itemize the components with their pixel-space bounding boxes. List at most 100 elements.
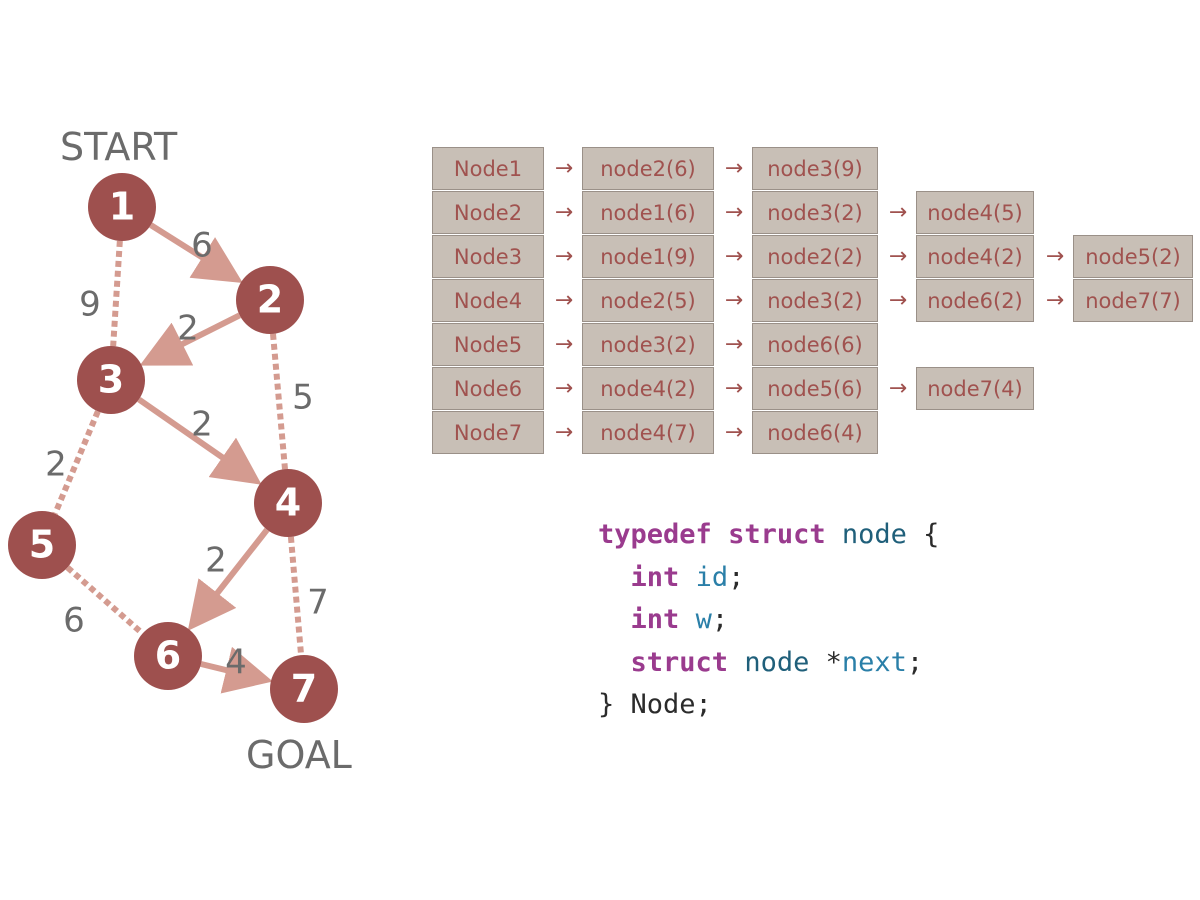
adjacency-head-cell: Node1: [432, 147, 544, 190]
edge-5-6: [65, 565, 145, 636]
code-semicolon: ;: [711, 604, 729, 635]
arrow-right-icon: →: [554, 156, 574, 181]
code-struct-name: node: [744, 646, 810, 678]
graph-node-label: 5: [29, 523, 55, 567]
graph-node-1: 1: [88, 173, 156, 241]
code-line-1: typedef struct node {: [598, 519, 939, 550]
adjacency-item-cell: node3(2): [752, 191, 878, 234]
arrow-right-icon: →: [554, 244, 574, 269]
code-keyword-typedef: typedef: [598, 519, 712, 550]
adjacency-head-cell: Node2: [432, 191, 544, 234]
arrow-right-icon: →: [554, 376, 574, 401]
graph-node-7: 7: [270, 655, 338, 723]
adjacency-item-cell: node3(9): [752, 147, 878, 190]
arrow-right-icon: →: [1045, 244, 1065, 269]
edge-4-7: [287, 536, 305, 656]
edge-1-3: [110, 240, 123, 347]
arrow-right-icon: →: [888, 200, 908, 225]
graph-node-label: 3: [98, 358, 124, 402]
graph-node-5: 5: [8, 511, 76, 579]
code-type-int: int: [630, 561, 680, 593]
adjacency-head-cell: Node4: [432, 279, 544, 322]
arrow-right-icon: →: [724, 244, 744, 269]
graph-node-circle: [236, 266, 304, 334]
arrow-right-icon: →: [554, 332, 574, 357]
adjacency-item-cell: node7(4): [916, 367, 1034, 410]
arrow-right-icon: →: [724, 200, 744, 225]
arrow-right-icon: →: [724, 332, 744, 357]
code-field-next: next: [841, 646, 907, 678]
adjacency-item-cell: node1(9): [582, 235, 714, 278]
arrow-right-icon: →: [724, 420, 744, 445]
arrow-right-icon: →: [724, 288, 744, 313]
arrow-right-icon: →: [888, 288, 908, 313]
edge-weight-1-2: 6: [191, 226, 213, 266]
adjacency-head-cell: Node5: [432, 323, 544, 366]
adjacency-item-cell: node6(2): [916, 279, 1034, 322]
goal-label: GOAL: [246, 733, 352, 777]
adjacency-item-cell: node3(2): [582, 323, 714, 366]
adjacency-item-cell: node4(5): [916, 191, 1034, 234]
adjacency-item-cell: node1(6): [582, 191, 714, 234]
edge-weight-3-5: 2: [45, 445, 67, 485]
code-semicolon: ;: [728, 561, 745, 593]
code-semicolon: ;: [906, 646, 924, 678]
graph-edge-weights: 6 9 2 5 2 2 2 7 6 4: [45, 226, 329, 683]
arrow-right-icon: →: [888, 376, 908, 401]
graph-node-label: 1: [109, 185, 135, 229]
graph-node-circle: [8, 511, 76, 579]
edge-weight-5-6: 6: [63, 601, 85, 641]
edge-weight-6-7: 4: [225, 643, 247, 683]
adjacency-item-cell: node2(5): [582, 279, 714, 322]
adjacency-item-cell: node4(7): [582, 411, 714, 454]
edge-2-3: [139, 312, 241, 366]
edge-weight-1-3: 9: [79, 285, 101, 325]
arrow-right-icon: →: [888, 244, 908, 269]
edge-weight-4-6: 2: [205, 541, 227, 581]
edge-weight-2-4: 5: [292, 378, 314, 418]
code-pointer-star: *: [825, 646, 842, 678]
edge-6-7: [200, 646, 273, 694]
adjacency-item-cell: node4(2): [582, 367, 714, 410]
edge-1-2: [149, 222, 243, 283]
graph-node-circle: [270, 655, 338, 723]
code-line-5: } Node;: [598, 689, 712, 720]
edge-4-6: [187, 527, 270, 631]
arrow-right-icon: →: [724, 156, 744, 181]
edge-3-5: [52, 410, 101, 515]
adjacency-item-cell: node4(2): [916, 235, 1034, 278]
graph-node-label: 4: [275, 481, 301, 525]
arrow-right-icon: →: [554, 200, 574, 225]
adjacency-item-cell: node3(2): [752, 279, 878, 322]
code-keyword-struct: struct: [728, 519, 826, 550]
graph-node-circle: [88, 173, 156, 241]
adjacency-head-cell: Node3: [432, 235, 544, 278]
graph-node-6: 6: [134, 622, 202, 690]
adjacency-item-cell: node2(6): [582, 147, 714, 190]
graph-node-label: 7: [291, 667, 317, 711]
graph-node-circle: [254, 469, 322, 537]
graph-node-4: 4: [254, 469, 322, 537]
start-label: START: [60, 125, 178, 169]
adjacency-item-cell: node5(6): [752, 367, 878, 410]
arrow-right-icon: →: [554, 420, 574, 445]
edge-2-4: [270, 333, 288, 470]
graph-node-3: 3: [77, 346, 145, 414]
code-keyword-struct: struct: [630, 646, 729, 678]
struct-code-block: typedef struct node { int id; int w; str…: [598, 514, 939, 727]
code-field-w: w: [695, 604, 712, 635]
code-type-int: int: [630, 604, 680, 635]
edge-weight-2-3: 2: [177, 309, 199, 349]
code-line-3: int w;: [598, 604, 729, 635]
adjacency-item-cell: node6(6): [752, 323, 878, 366]
graph-node-label: 6: [155, 634, 181, 678]
code-closing: } Node;: [598, 689, 712, 720]
arrow-right-icon: →: [554, 288, 574, 313]
edge-weight-4-7: 7: [307, 583, 329, 623]
edge-weight-3-4: 2: [191, 405, 213, 445]
graph-node-circle: [77, 346, 145, 414]
arrow-right-icon: →: [724, 376, 744, 401]
code-line-4: struct node *next;: [598, 646, 924, 678]
code-field-id: id: [695, 561, 729, 593]
